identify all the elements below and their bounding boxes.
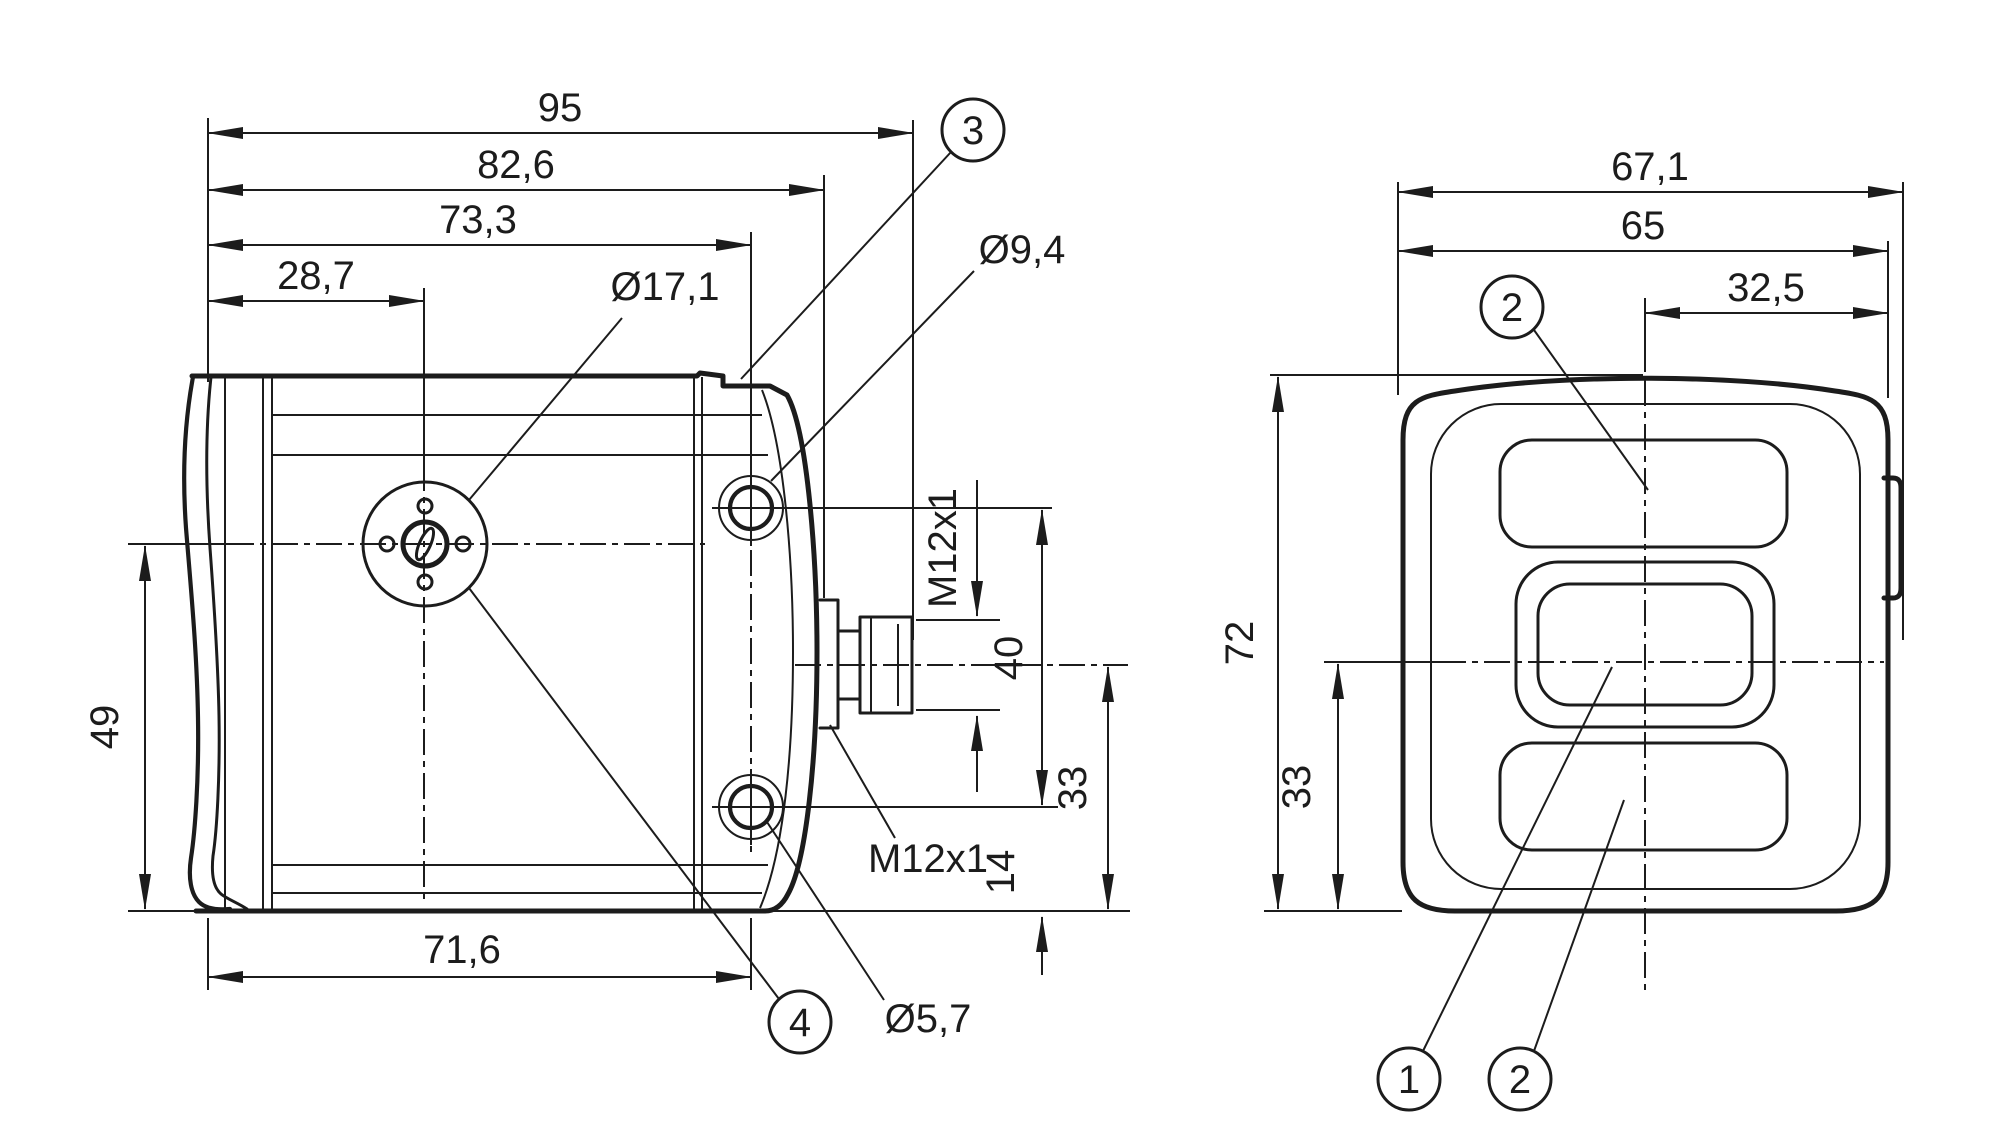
dim-front-center-to-bottom-label: 33 xyxy=(1275,765,1319,810)
front-windows xyxy=(1498,438,1789,852)
mounting-bracket xyxy=(182,374,249,912)
side-view: 95 82,6 73,3 28,7 Ø17,1 Ø9,4 Ø5,7 M12x1 … xyxy=(83,86,1130,1055)
front-connector-tab xyxy=(1881,475,1904,601)
callout-1-number: 1 xyxy=(1398,1058,1420,1102)
callout-2-bottom: 2 xyxy=(1487,1046,1553,1112)
bottom-window xyxy=(1498,741,1789,852)
dim-width-incl-connector-label: 67,1 xyxy=(1611,145,1689,189)
front-extension-lines xyxy=(1264,182,1904,912)
front-view: 67,1 65 32,5 72 33 2 1 2 xyxy=(1218,145,1904,1112)
dim-center-to-edge-label: 32,5 xyxy=(1727,266,1805,310)
callout-2-top: 2 xyxy=(1479,274,1545,340)
front-centerlines xyxy=(1324,380,1884,990)
side-inner-wall-line xyxy=(759,389,795,909)
side-extension-lines xyxy=(128,118,1130,990)
side-dimension-lines xyxy=(139,127,1114,983)
dim-depth-to-screw-axis-label: 73,3 xyxy=(439,198,517,242)
thread-connector-label: M12x1 xyxy=(868,837,988,881)
callout-3-number: 3 xyxy=(962,109,984,153)
side-body-outline xyxy=(189,370,820,914)
dim-hole-spacing-label: 40 xyxy=(987,636,1031,681)
thread-connector-dim-label: M12x1 xyxy=(921,488,965,608)
side-leader-lines xyxy=(468,151,975,1001)
front-leader-lines xyxy=(1422,329,1649,1052)
dim-lower-hole-to-bottom-label: 14 xyxy=(979,850,1023,895)
lower-screw-hole xyxy=(712,769,1058,845)
front-body-outline xyxy=(1400,375,1904,914)
callout-1: 1 xyxy=(1376,1046,1442,1112)
dia-mount-circle-label: Ø17,1 xyxy=(611,265,720,309)
callout-2-bottom-number: 2 xyxy=(1509,1058,1531,1102)
top-window xyxy=(1498,438,1789,549)
mount-screw-slot xyxy=(414,526,436,562)
dim-width-label: 65 xyxy=(1621,204,1666,248)
dim-bottom-width-label: 71,6 xyxy=(423,928,501,972)
front-dimension-lines xyxy=(1272,186,1904,910)
dim-center-to-bottom-label: 49 xyxy=(83,705,127,750)
dia-upper-hole-label: Ø9,4 xyxy=(979,228,1066,272)
upper-screw-hole xyxy=(712,470,1052,546)
dim-mount-offset-label: 28,7 xyxy=(277,254,355,298)
callout-4-number: 4 xyxy=(789,1001,811,1045)
dim-height-label: 72 xyxy=(1218,621,1262,666)
callout-3: 3 xyxy=(940,97,1006,163)
callout-4: 4 xyxy=(767,989,833,1055)
callout-2-top-number: 2 xyxy=(1501,286,1523,330)
dia-lower-hole-label: Ø5,7 xyxy=(885,997,972,1041)
dim-depth-to-flange-label: 82,6 xyxy=(477,143,555,187)
dim-connector-axis-to-bottom-label: 33 xyxy=(1051,766,1095,811)
dim-overall-depth-label: 95 xyxy=(538,86,583,130)
side-centerlines xyxy=(128,462,1128,900)
